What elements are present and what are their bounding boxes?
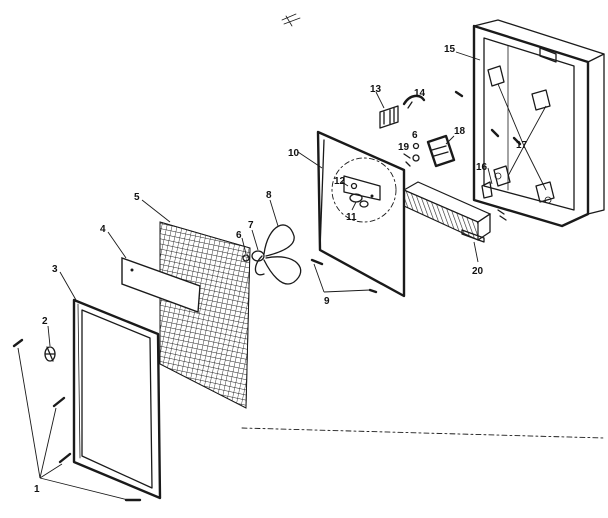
callout-8: 8: [266, 190, 272, 201]
callout-6-right: 6: [412, 130, 418, 141]
callout-5: 5: [134, 192, 140, 203]
callout-11: 11: [346, 212, 357, 223]
callout-7: 7: [248, 220, 254, 231]
part-14-clip: [402, 94, 426, 109]
part-15-back-housing: [454, 19, 605, 228]
callout-16: 16: [476, 162, 488, 173]
callout-14: 14: [414, 88, 426, 99]
part-5-mesh-grille: [141, 199, 251, 409]
part-11-motor: [349, 193, 374, 211]
callout-13: 13: [370, 84, 382, 95]
part-19-screw: [403, 153, 411, 167]
part-10-motor-plate: [297, 130, 406, 298]
part-2-knob: [44, 325, 56, 362]
part-6-nut-right: [412, 142, 420, 162]
callout-9: 9: [324, 296, 330, 307]
callout-15: 15: [444, 44, 456, 55]
part-8-fan-blade: [254, 199, 302, 285]
callout-20: 20: [472, 266, 484, 277]
callout-3: 3: [52, 264, 58, 275]
callout-18: 18: [454, 126, 466, 137]
callout-2: 2: [42, 316, 48, 327]
part-9-screws: [310, 258, 378, 294]
callout-10: 10: [288, 148, 300, 159]
callout-6-left: 6: [236, 230, 242, 241]
part-4-name-plate: [107, 231, 201, 313]
part-13-switch: [375, 91, 399, 129]
part-20-heating-element: [402, 181, 492, 263]
part-12-motor-bracket: [341, 175, 381, 201]
base-line: [241, 427, 605, 439]
callout-19: 19: [398, 142, 410, 153]
part-16-bracket: [481, 167, 507, 221]
part-6-nut-left: [241, 237, 250, 262]
part-1-screws: [12, 338, 142, 502]
corner-mark: [281, 13, 301, 27]
callout-4: 4: [100, 224, 106, 235]
part-18-thermostat: [426, 134, 456, 168]
part-3-front-frame: [59, 271, 162, 500]
callout-1: 1: [34, 484, 40, 495]
callout-12: 12: [334, 176, 346, 187]
callout-17: 17: [516, 140, 528, 151]
